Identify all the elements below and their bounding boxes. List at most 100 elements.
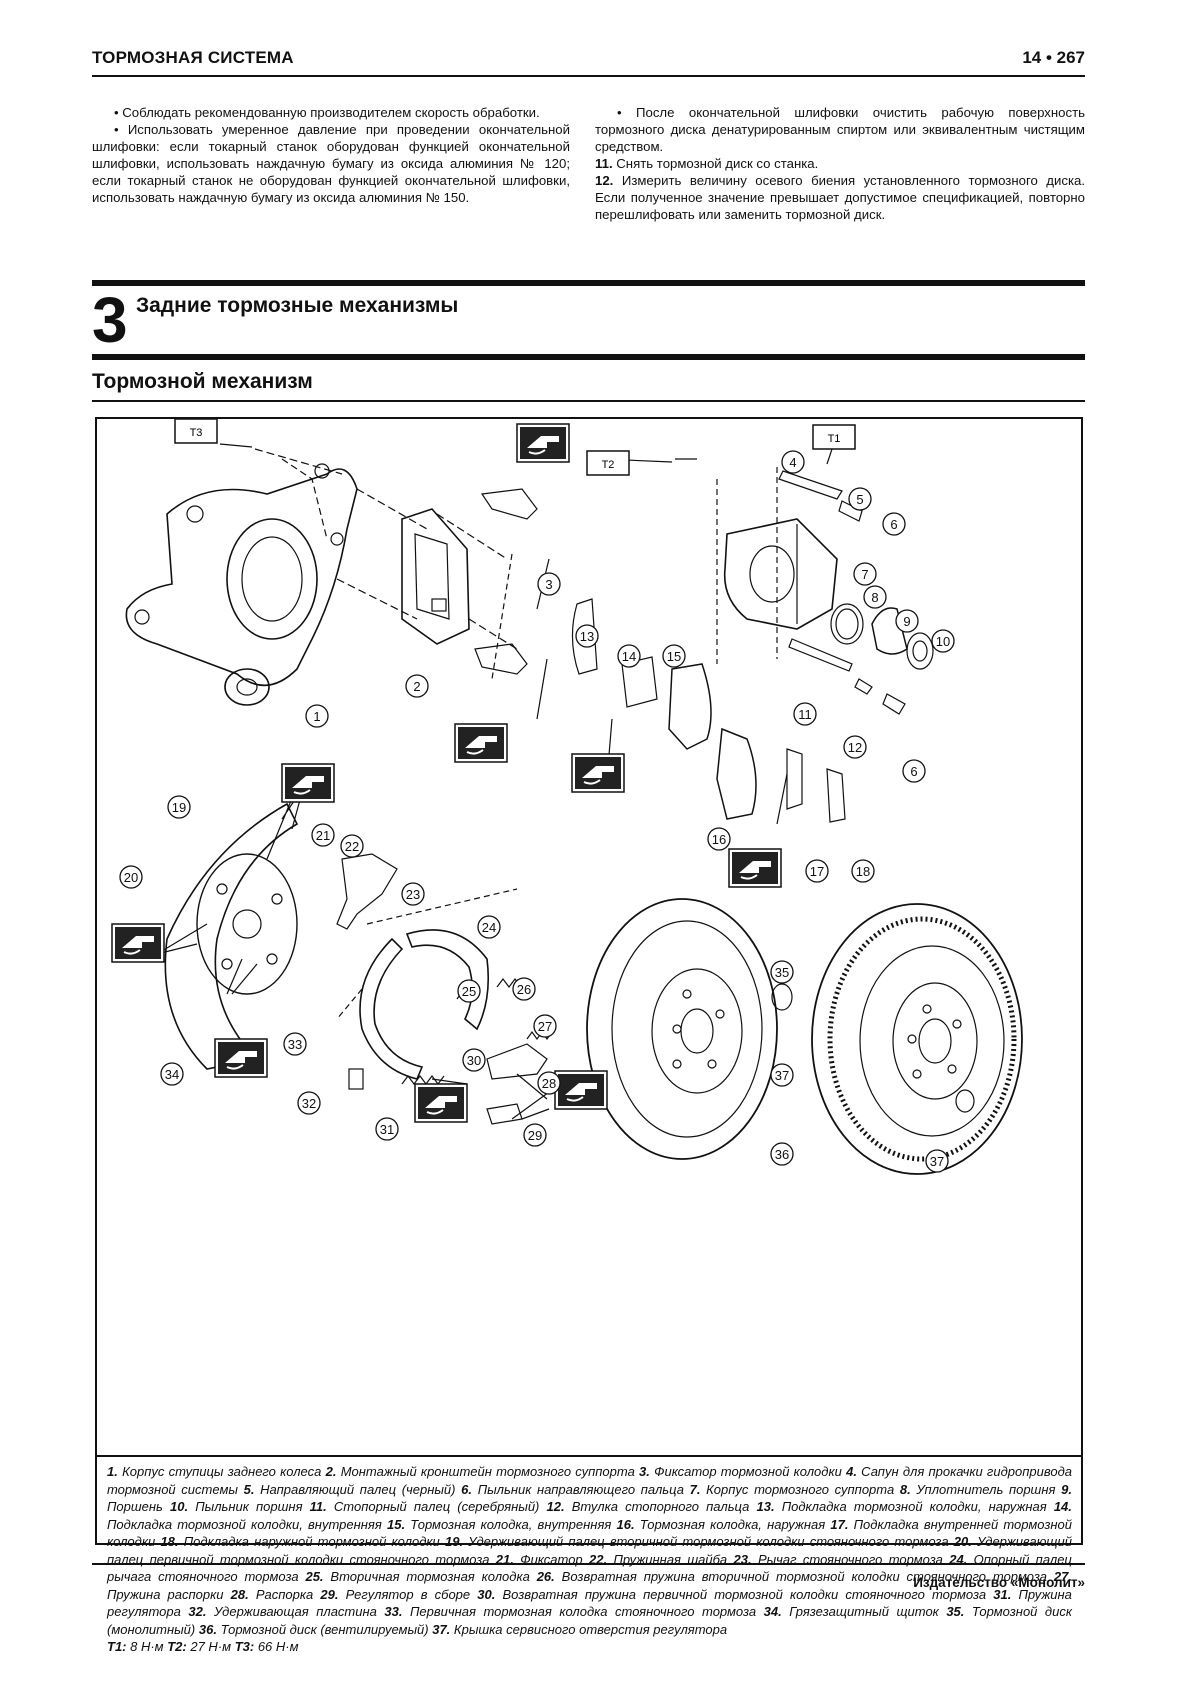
caption-item-text: Пружинная шайба — [613, 1551, 728, 1567]
svg-text:24: 24 — [482, 920, 496, 935]
header-rule — [92, 75, 1085, 77]
svg-text:36: 36 — [775, 1147, 789, 1162]
torque-key: T1: — [107, 1639, 127, 1654]
caption-item-number: 22. — [589, 1551, 608, 1567]
callout-31: 31 — [375, 1117, 399, 1141]
svg-text:31: 31 — [380, 1122, 394, 1137]
svg-text:22: 22 — [345, 839, 359, 854]
figure-caption: 1. Корпус ступицы заднего колеса 2. Монт… — [107, 1463, 1072, 1656]
publisher-credit: Издательство «Монолит» — [913, 1575, 1085, 1590]
svg-text:7: 7 — [861, 567, 868, 582]
caption-item-text: Возвратная пружина вторичной тормозной к… — [561, 1569, 1048, 1584]
callout-10: 10 — [931, 629, 955, 653]
caption-item-text: Пыльник направляющего пальца — [477, 1481, 684, 1497]
svg-text:13: 13 — [580, 629, 594, 644]
callout-5: 5 — [848, 487, 872, 511]
footer-rule — [92, 1563, 1085, 1565]
callout-22: 22 — [340, 834, 364, 858]
grease-hand-icon — [571, 753, 625, 793]
caption-item-text: Фиксатор — [520, 1551, 583, 1567]
svg-text:11: 11 — [798, 707, 812, 722]
caption-item-number: 4. — [846, 1464, 857, 1479]
svg-text:35: 35 — [775, 965, 789, 980]
caption-item-text: Подкладка тормозной колодки, наружная — [781, 1499, 1047, 1514]
svg-text:19: 19 — [172, 800, 186, 815]
caliper-housing-part — [723, 518, 838, 630]
svg-text:34: 34 — [165, 1067, 179, 1082]
callout-24: 24 — [477, 915, 501, 939]
section-number: 3 — [92, 284, 128, 356]
caption-item-text: Возвратная пружина первичной тормозной к… — [502, 1586, 987, 1602]
svg-text:12: 12 — [848, 740, 862, 755]
caption-item-text: Удерживающая пластина — [213, 1604, 377, 1619]
svg-text:T1: T1 — [828, 433, 841, 445]
caption-item-number: 8. — [899, 1481, 911, 1497]
step-12: 12. Измерить величину осевого биения уст… — [595, 172, 1085, 223]
callout-17: 17 — [805, 859, 829, 883]
caption-item-number: 27. — [1053, 1569, 1072, 1584]
callout-14: 14 — [617, 644, 641, 668]
caption-item-text: Монтажный кронштейн тормозного суппорта — [340, 1464, 635, 1479]
caption-item-text: Тормозной диск (монолитный) — [107, 1604, 1072, 1637]
caption-item-number: 23. — [733, 1551, 752, 1567]
caption-item-text: Подкладка тормозной колодки, внутренняя — [107, 1516, 382, 1532]
svg-text:T3: T3 — [190, 427, 203, 439]
page-number: 14 • 267 — [1022, 48, 1085, 67]
svg-text:6: 6 — [910, 764, 917, 779]
caption-item-text: Пружина распорки — [107, 1586, 224, 1602]
callout-32: 32 — [297, 1091, 321, 1115]
caption-item-text: Стопорный палец (серебряный) — [333, 1499, 540, 1514]
svg-text:30: 30 — [467, 1053, 481, 1068]
grease-hand-icon — [454, 723, 508, 763]
section-rule-bottom — [92, 354, 1085, 360]
svg-text:23: 23 — [406, 887, 420, 902]
caption-item-number: 34. — [763, 1604, 782, 1619]
torque-value: 66 Н·м — [257, 1639, 299, 1654]
caption-item-text: Пружина регулятора — [107, 1586, 1072, 1620]
grease-hand-icon — [728, 848, 782, 888]
svg-text:3: 3 — [545, 577, 552, 592]
svg-text:18: 18 — [856, 864, 870, 879]
callout-26: 26 — [512, 977, 536, 1001]
pad-shim-part — [571, 598, 598, 675]
caption-item-number: 14. — [1053, 1499, 1072, 1514]
svg-text:20: 20 — [124, 870, 138, 885]
svg-text:28: 28 — [542, 1076, 556, 1091]
svg-text:6: 6 — [890, 517, 897, 532]
callout-6b: 6 — [902, 759, 926, 783]
callout-29: 29 — [523, 1123, 547, 1147]
spring-part — [401, 1075, 445, 1085]
caption-item-number: 24. — [949, 1551, 968, 1567]
svg-text:10: 10 — [936, 634, 950, 649]
svg-text:27: 27 — [538, 1019, 552, 1034]
caption-item-number: 19. — [444, 1534, 464, 1549]
intro-left-column: • Соблюдать рекомендованную производител… — [92, 104, 570, 206]
svg-text:9: 9 — [903, 614, 910, 629]
svg-text:33: 33 — [288, 1037, 302, 1052]
caption-item-number: 32. — [188, 1604, 207, 1619]
torque-value: 8 Н·м — [130, 1639, 164, 1654]
brake-pad-part — [716, 727, 757, 820]
callout-11: 11 — [793, 702, 817, 726]
grease-hand-icon — [554, 1070, 608, 1110]
caption-item-number: 21. — [495, 1551, 514, 1567]
hub-knuckle-part — [125, 463, 358, 706]
torque-key: T2: — [167, 1639, 187, 1654]
caption-item-number: 16. — [616, 1516, 635, 1532]
callout-37a: 37 — [770, 1063, 794, 1087]
intro-bullet: • Использовать умеренное давление при пр… — [92, 122, 570, 205]
caption-item-number: 11. — [309, 1499, 327, 1514]
figure-frame: T3 T2 T1 1 2 3 4 5 6 7 8 9 — [95, 417, 1083, 1654]
callout-12: 12 — [843, 735, 867, 759]
caption-item-number: 1. — [107, 1464, 118, 1479]
caption-item-text: Уплотнитель поршня — [916, 1481, 1056, 1497]
caption-item-text: Удерживающий палец вторичной тормозной к… — [468, 1534, 949, 1549]
callout-6: 6 — [882, 512, 906, 536]
pad-clip-part — [474, 643, 528, 675]
step-11: 11. Снять тормозной диск со станка. — [595, 155, 1085, 172]
ventilated-disc-part — [811, 903, 1023, 1175]
step-text: Измерить величину осевого биения установ… — [595, 173, 1085, 222]
svg-text:2: 2 — [413, 679, 420, 694]
caption-item-text: Регулятор в сборе — [345, 1586, 471, 1602]
grease-hand-icon — [281, 763, 335, 803]
